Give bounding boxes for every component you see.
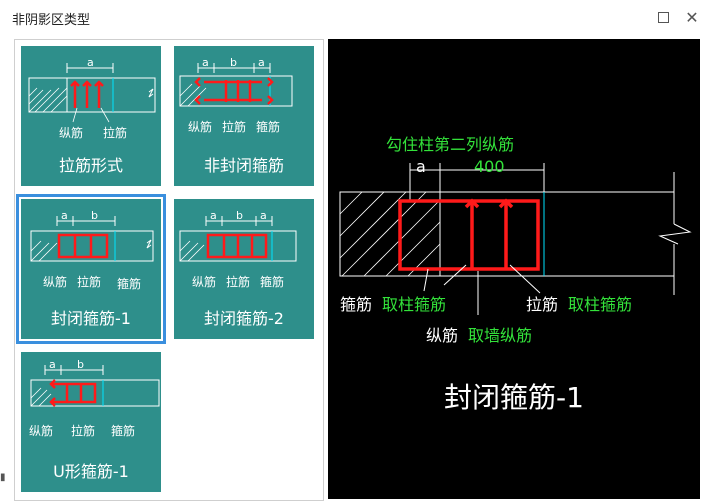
- dim-b-label: b: [230, 56, 237, 69]
- tile-u-stirrup-1[interactable]: a b 纵筋 拉筋 箍筋 U形箍筋-1: [21, 352, 161, 492]
- sub-label: 纵筋: [43, 275, 68, 289]
- tile-diagram: a b: [30, 209, 154, 262]
- dim-a-label: a: [260, 209, 267, 222]
- tile-tie-form[interactable]: a 纵筋 拉筋 拉筋形式: [21, 46, 161, 186]
- tile-label: U形箍筋-1: [53, 462, 129, 481]
- hoop-value: 取柱箍筋: [382, 295, 447, 314]
- sub-label: 拉筋: [226, 275, 251, 289]
- sub-label: 箍筋: [111, 424, 136, 438]
- tile-diagram: a: [28, 56, 156, 123]
- tile-label: 拉筋形式: [58, 156, 123, 175]
- long-label: 纵筋: [426, 326, 459, 345]
- preview-diagram: [339, 163, 692, 315]
- sub-label: 纵筋: [192, 275, 217, 289]
- close-icon: ✕: [685, 7, 699, 27]
- tie-label: 拉筋: [526, 295, 559, 314]
- tile-diagram: a b a: [179, 209, 297, 262]
- sub-label: 拉筋: [103, 126, 128, 140]
- dim-a-label: a: [202, 56, 209, 69]
- sub-label: 拉筋: [71, 424, 96, 438]
- tie-value: 取柱箍筋: [568, 295, 633, 314]
- sub-label: 拉筋: [222, 120, 247, 134]
- sub-label: 拉筋: [77, 275, 102, 289]
- edge-mark: ▮: [0, 472, 6, 483]
- dim-a-label: a: [61, 209, 68, 222]
- dim-a-label: a: [416, 157, 426, 176]
- top-label: 勾住柱第二列纵筋: [386, 135, 515, 154]
- dim-a-label: a: [258, 56, 265, 69]
- sub-label: 纵筋: [59, 126, 84, 140]
- tile-label: 封闭箍筋-1: [51, 309, 131, 328]
- tile-closed-stirrup-2[interactable]: a b a 纵筋 拉筋 箍筋 封闭箍筋-2: [174, 199, 314, 339]
- preview-caption: 封闭箍筋-1: [444, 381, 584, 414]
- maximize-icon: [657, 11, 669, 23]
- dim-b-label: b: [236, 209, 243, 222]
- dim-400-label: 400: [474, 157, 505, 176]
- tile-diagram: a b a: [179, 56, 293, 107]
- close-button[interactable]: ✕: [681, 6, 703, 28]
- sub-label: 箍筋: [256, 120, 281, 134]
- maximize-button[interactable]: [652, 6, 674, 28]
- tile-open-stirrup[interactable]: a b a 纵筋 拉筋 箍筋 非封闭箍筋: [174, 46, 314, 186]
- tile-diagram: a b: [30, 358, 160, 407]
- sub-label: 纵筋: [188, 120, 213, 134]
- tile-closed-stirrup-1[interactable]: a b 纵筋 拉筋 箍筋 封闭箍筋-1: [16, 194, 166, 344]
- dim-a-label: a: [210, 209, 217, 222]
- title-bar: 非阴影区类型 ✕: [0, 0, 706, 34]
- type-gallery: a 纵筋 拉筋 拉筋形式 a b a 纵: [14, 39, 324, 501]
- dim-b-label: b: [77, 358, 84, 371]
- dim-a-label: a: [49, 358, 56, 371]
- window-title: 非阴影区类型: [12, 13, 91, 28]
- sub-label: 箍筋: [117, 277, 142, 291]
- preview-panel: 勾住柱第二列纵筋 a 400 箍筋 取柱箍筋 拉筋 取柱箍筋 纵筋 取墙纵筋 封…: [328, 39, 700, 499]
- dim-a-label: a: [87, 56, 94, 69]
- sub-label: 纵筋: [29, 424, 54, 438]
- sub-label: 箍筋: [260, 275, 285, 289]
- hoop-label: 箍筋: [340, 295, 373, 314]
- dim-b-label: b: [91, 209, 98, 222]
- long-value: 取墙纵筋: [468, 326, 533, 345]
- tile-label: 非封闭箍筋: [203, 156, 284, 175]
- tile-label: 封闭箍筋-2: [204, 309, 284, 328]
